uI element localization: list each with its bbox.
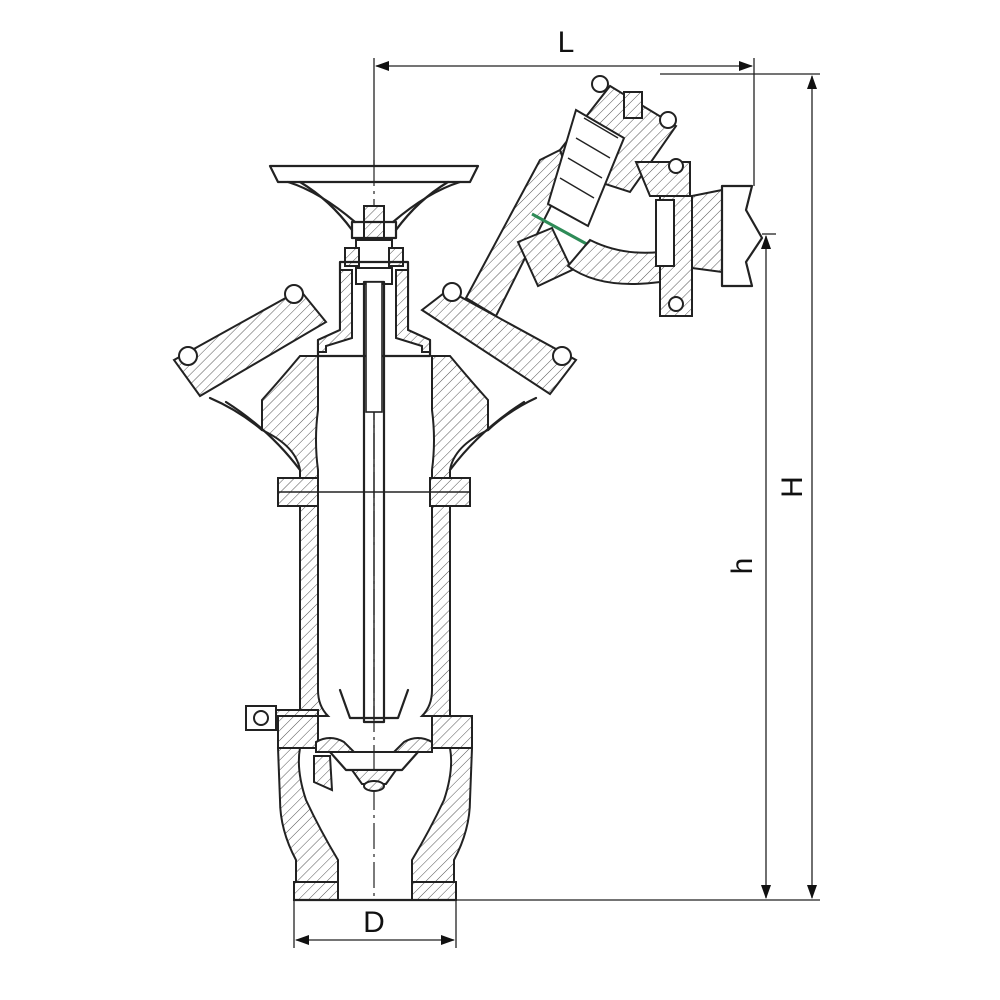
upper-body-flange	[277, 477, 471, 507]
barrel	[299, 505, 451, 717]
base-shoe	[276, 747, 474, 902]
valve-stem	[362, 280, 386, 724]
handwheel	[268, 164, 480, 241]
dimension-h-label: h	[726, 558, 759, 575]
seal-ring	[531, 212, 595, 250]
upper-body	[224, 355, 526, 481]
main-valve-seat	[313, 688, 433, 792]
angled-check-valve	[464, 75, 764, 318]
lower-body-flange	[277, 715, 473, 749]
dimension-H: H	[456, 73, 820, 901]
dimension-L-label: L	[558, 26, 575, 59]
dimension-L: L	[373, 26, 755, 186]
dimension-D-label: D	[363, 906, 385, 939]
dimension-H-label: H	[776, 476, 809, 498]
dimension-h: h	[726, 233, 776, 899]
bonnet	[316, 239, 432, 358]
dimension-D: D	[293, 900, 457, 948]
